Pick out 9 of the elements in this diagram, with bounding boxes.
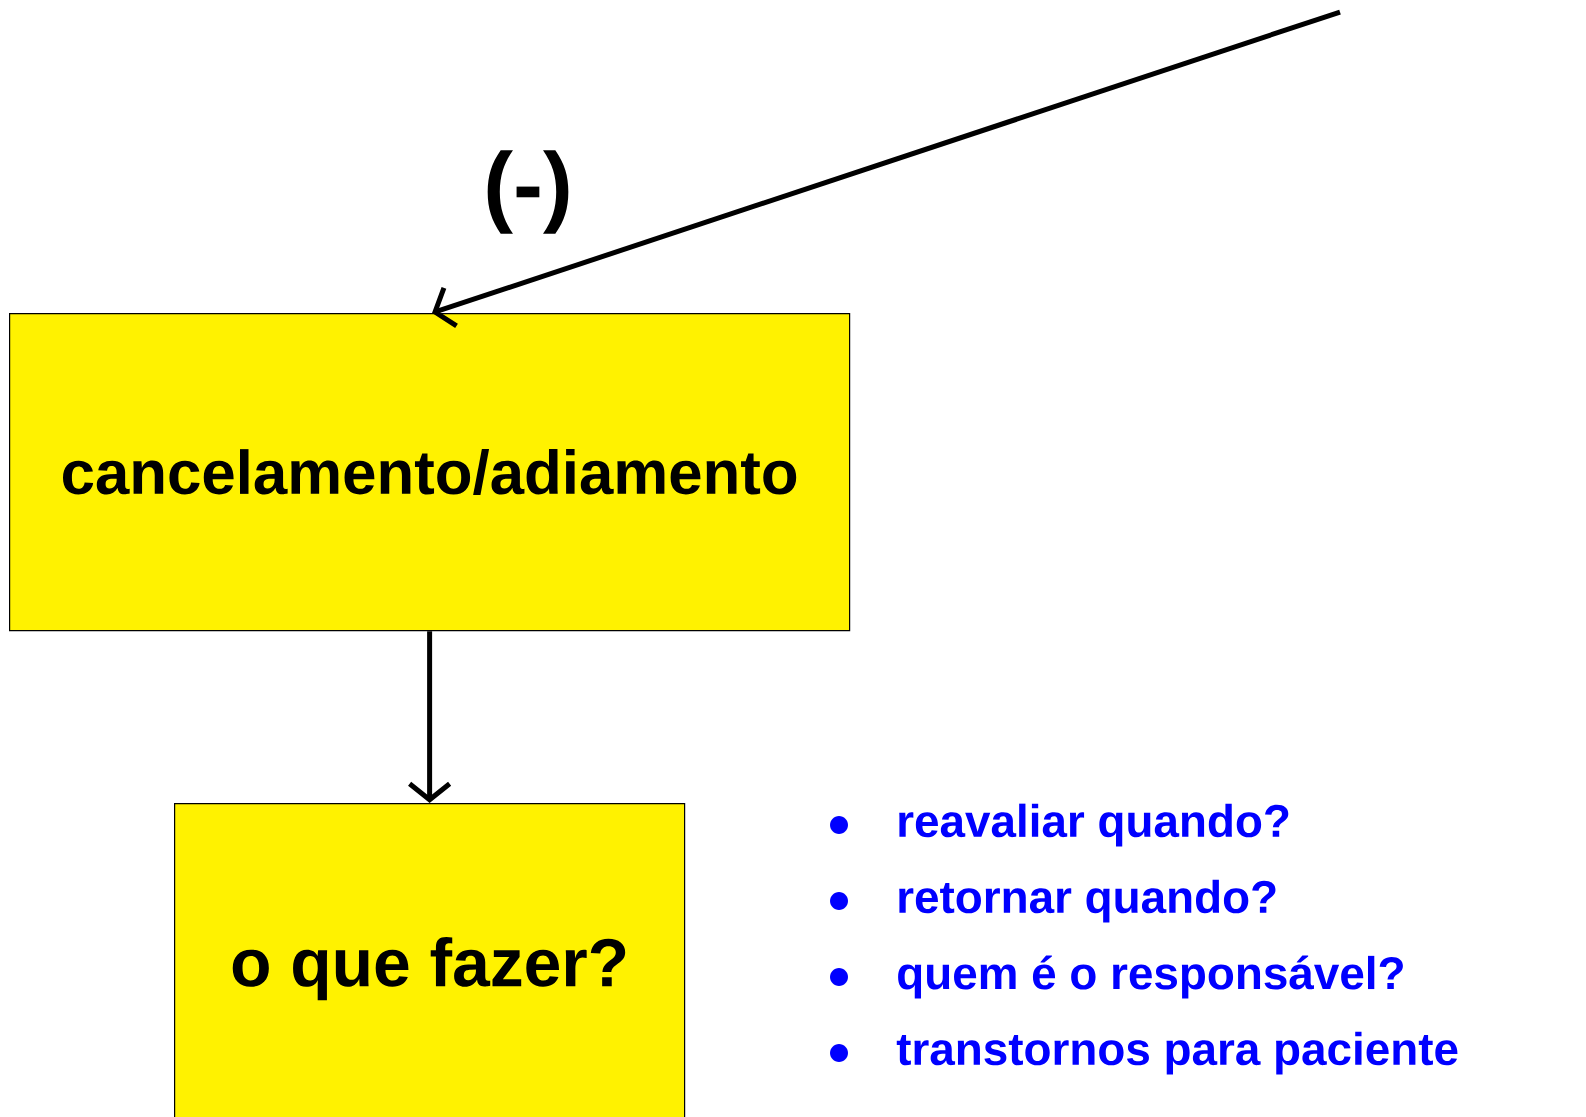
list-item: retornar quando? [899, 879, 1276, 923]
list-item: reavaliar quando? [899, 803, 1289, 847]
arrow [432, 9, 1341, 329]
process-box: cancelamento/adiamento [9, 313, 851, 632]
list-item: transtornos para paciente [896, 1031, 1458, 1075]
list-item: quem é o responsável? [898, 955, 1403, 999]
process-box: o que fazer? [174, 803, 686, 1117]
arrow [408, 631, 452, 803]
edge-label: (-) [481, 148, 575, 236]
